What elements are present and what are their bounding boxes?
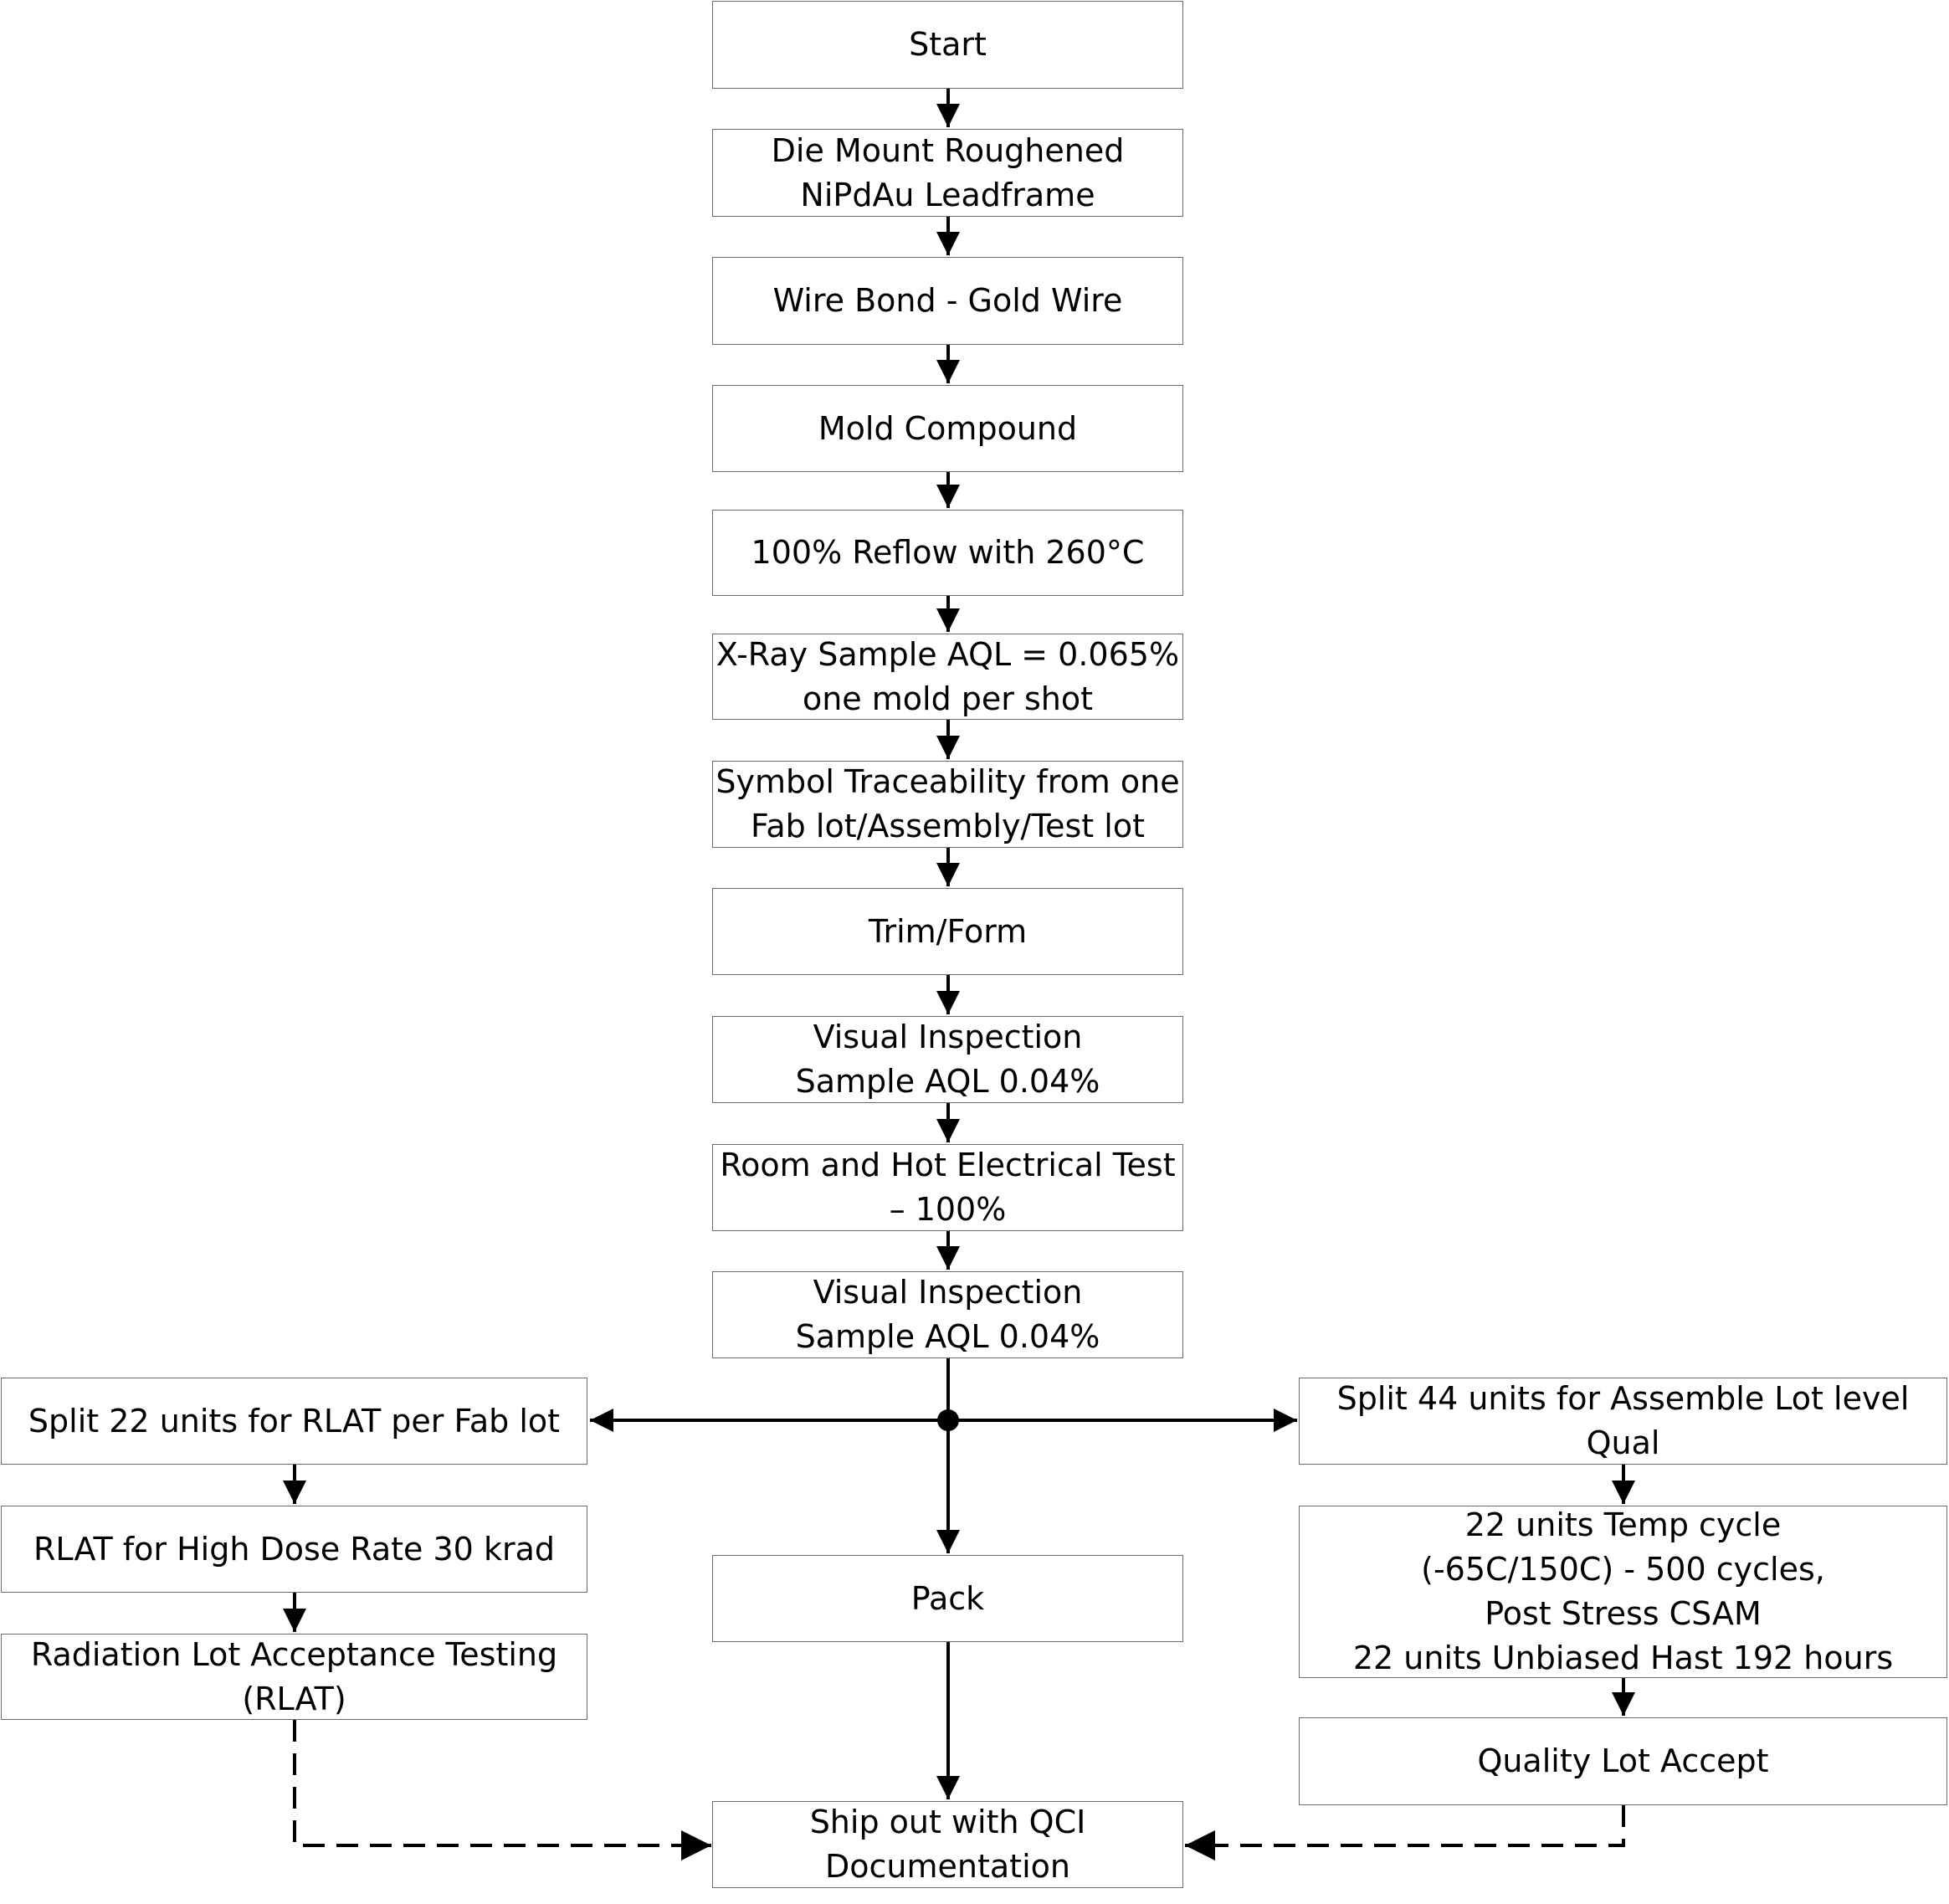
- dashed-arrow-rlat-to-ship: [293, 1720, 711, 1860]
- step-die-mount: Die Mount Roughened NiPdAu Leadframe: [712, 129, 1183, 217]
- step-electrical-test: Room and Hot Electrical Test – 100%: [712, 1144, 1183, 1231]
- step-visual-inspection-1: Visual Inspection Sample AQL 0.04%: [712, 1016, 1183, 1103]
- step-ship-out: Ship out with QCI Documentation: [712, 1801, 1183, 1888]
- step-split-qual: Split 44 units for Assemble Lot level Qu…: [1299, 1378, 1947, 1465]
- step-xray: X-Ray Sample AQL = 0.065% one mold per s…: [712, 634, 1183, 720]
- step-mold-compound: Mold Compound: [712, 385, 1183, 472]
- step-quality-lot-accept: Quality Lot Accept: [1299, 1717, 1947, 1805]
- step-symbol-traceability: Symbol Traceability from one Fab lot/Ass…: [712, 761, 1183, 848]
- step-wire-bond: Wire Bond - Gold Wire: [712, 257, 1183, 345]
- dashed-arrow-quality-to-ship: [1185, 1805, 1625, 1860]
- step-visual-inspection-2: Visual Inspection Sample AQL 0.04%: [712, 1271, 1183, 1358]
- step-trim-form: Trim/Form: [712, 888, 1183, 975]
- step-temp-cycle: 22 units Temp cycle (-65C/150C) - 500 cy…: [1299, 1506, 1947, 1678]
- split-junction-dot: [937, 1409, 959, 1431]
- step-start: Start: [712, 1, 1183, 89]
- step-reflow: 100% Reflow with 260°C: [712, 510, 1183, 596]
- step-pack: Pack: [712, 1555, 1183, 1642]
- step-rlat: Radiation Lot Acceptance Testing (RLAT): [1, 1634, 587, 1720]
- step-rlat-high-dose: RLAT for High Dose Rate 30 krad: [1, 1506, 587, 1593]
- step-split-rlat: Split 22 units for RLAT per Fab lot: [1, 1378, 587, 1465]
